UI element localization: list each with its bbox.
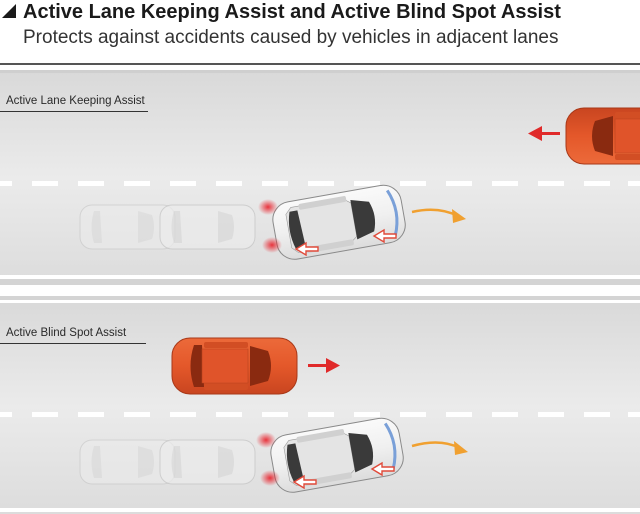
page-title: Active Lane Keeping Assist and Active Bl… — [23, 1, 561, 23]
threat-direction-arrow-icon — [308, 358, 340, 373]
dashed-lane-marking — [0, 412, 640, 417]
dashed-lane-marking — [0, 181, 640, 186]
triangle-marker-icon — [2, 4, 16, 18]
label-underline — [0, 111, 148, 112]
panel-label-blind-spot: Active Blind Spot Assist — [6, 327, 127, 339]
steering-arrow-icon — [411, 441, 468, 455]
ghost-car-2 — [159, 204, 256, 250]
road-edge-bottom — [0, 275, 640, 279]
brake-glow — [258, 199, 278, 215]
panel-label-lane-keeping: Active Lane Keeping Assist — [6, 95, 145, 107]
header: Active Lane Keeping Assist and Active Bl… — [0, 0, 640, 66]
panel-lane-keeping — [0, 70, 640, 285]
adjacent-vehicle — [171, 337, 298, 395]
oncoming-vehicle — [565, 107, 640, 165]
road-edge-top — [0, 70, 640, 73]
threat-direction-arrow-icon — [528, 126, 560, 141]
brake-glow — [256, 432, 276, 448]
label-underline — [0, 343, 146, 344]
page-subtitle: Protects against accidents caused by veh… — [23, 27, 559, 48]
correction-arrow-icon — [292, 461, 395, 490]
panel-blind-spot — [0, 296, 640, 514]
ghost-car-2 — [159, 439, 256, 485]
steering-arrow-icon — [411, 208, 466, 223]
header-divider — [0, 63, 640, 65]
correction-arrow-icon — [294, 228, 397, 257]
